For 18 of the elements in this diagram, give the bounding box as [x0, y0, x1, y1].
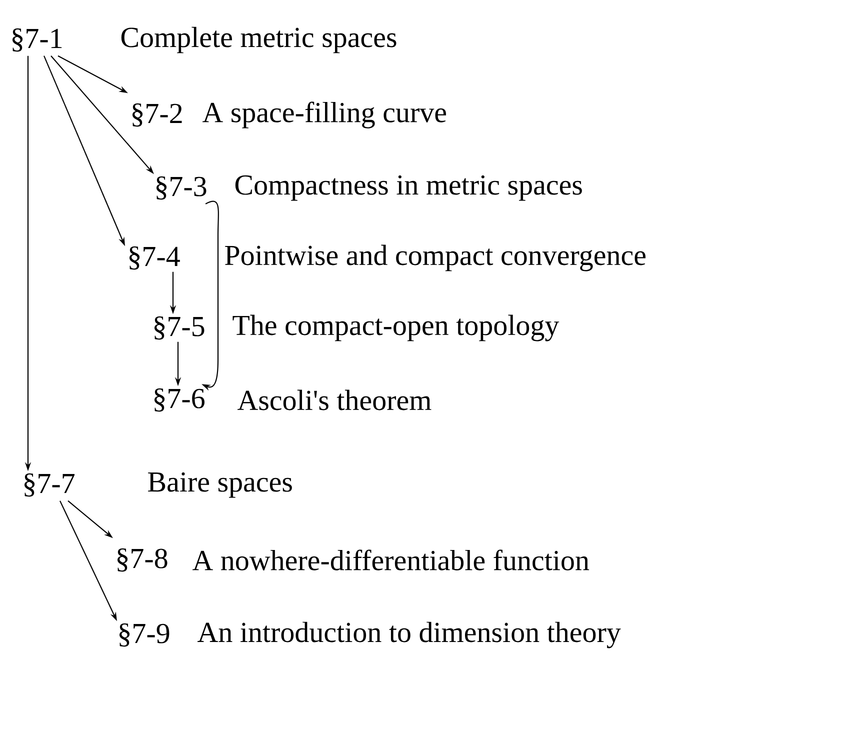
section-title: Compactness in metric spaces [235, 175, 582, 201]
section-title: Ascoli's theorem [237, 390, 432, 410]
section-title: Pointwise and compact convergence [225, 244, 646, 272]
section-title: Baire spaces [148, 472, 292, 498]
section-number: §7-3 [156, 176, 206, 200]
section-title: An introduction to dimension theory [197, 622, 621, 648]
section-title: Complete metric spaces [121, 26, 396, 54]
section-number: §7-2 [132, 103, 182, 127]
section-title: A nowhere-differentiable function [192, 550, 590, 570]
section-number: §7-9 [120, 623, 170, 647]
section-number: §7-5 [154, 316, 204, 340]
section-title: The compact-open topology [232, 314, 560, 342]
section-number: §7-8 [118, 548, 168, 572]
section-number: §7-4 [130, 246, 180, 270]
section-number: §7-7 [24, 473, 75, 497]
section-number: §7-6 [154, 388, 204, 412]
section-title: A space-filling curve [202, 102, 446, 128]
section-number: §7-1 [12, 28, 62, 52]
